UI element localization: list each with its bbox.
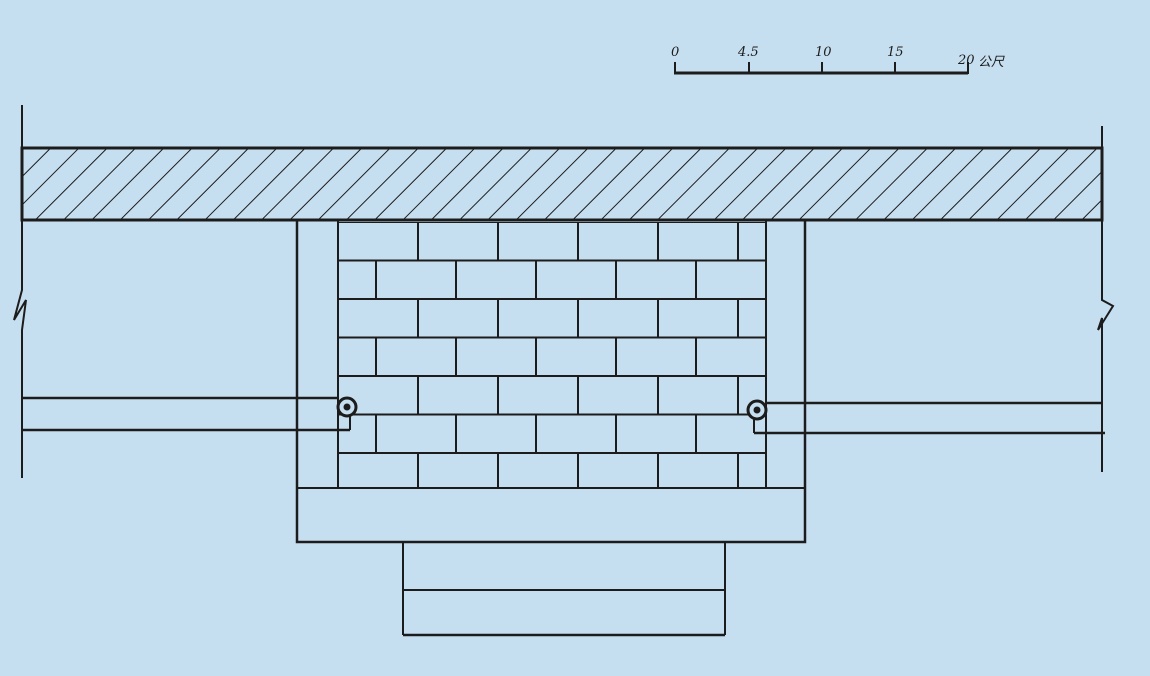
right-bearing <box>746 399 768 421</box>
scale-label-1: 4.5 <box>737 45 759 60</box>
footing <box>402 542 726 637</box>
right-boundary <box>1097 126 1115 472</box>
scale-bar: 0 4.5 10 15 20 公尺 <box>671 45 1005 75</box>
left-beam <box>22 396 351 432</box>
left-bearing <box>336 396 358 418</box>
scale-label-2: 10 <box>815 45 832 60</box>
right-beam <box>753 401 1105 435</box>
left-boundary <box>13 105 27 478</box>
scale-unit: 公尺 <box>978 55 1005 70</box>
scale-label-0: 0 <box>671 45 679 60</box>
pier-outer-frame <box>295 218 807 544</box>
scale-label-4: 20 <box>957 53 975 68</box>
scale-label-3: 15 <box>887 45 904 60</box>
hatched-slab <box>20 146 1104 222</box>
brickwork <box>338 222 766 488</box>
